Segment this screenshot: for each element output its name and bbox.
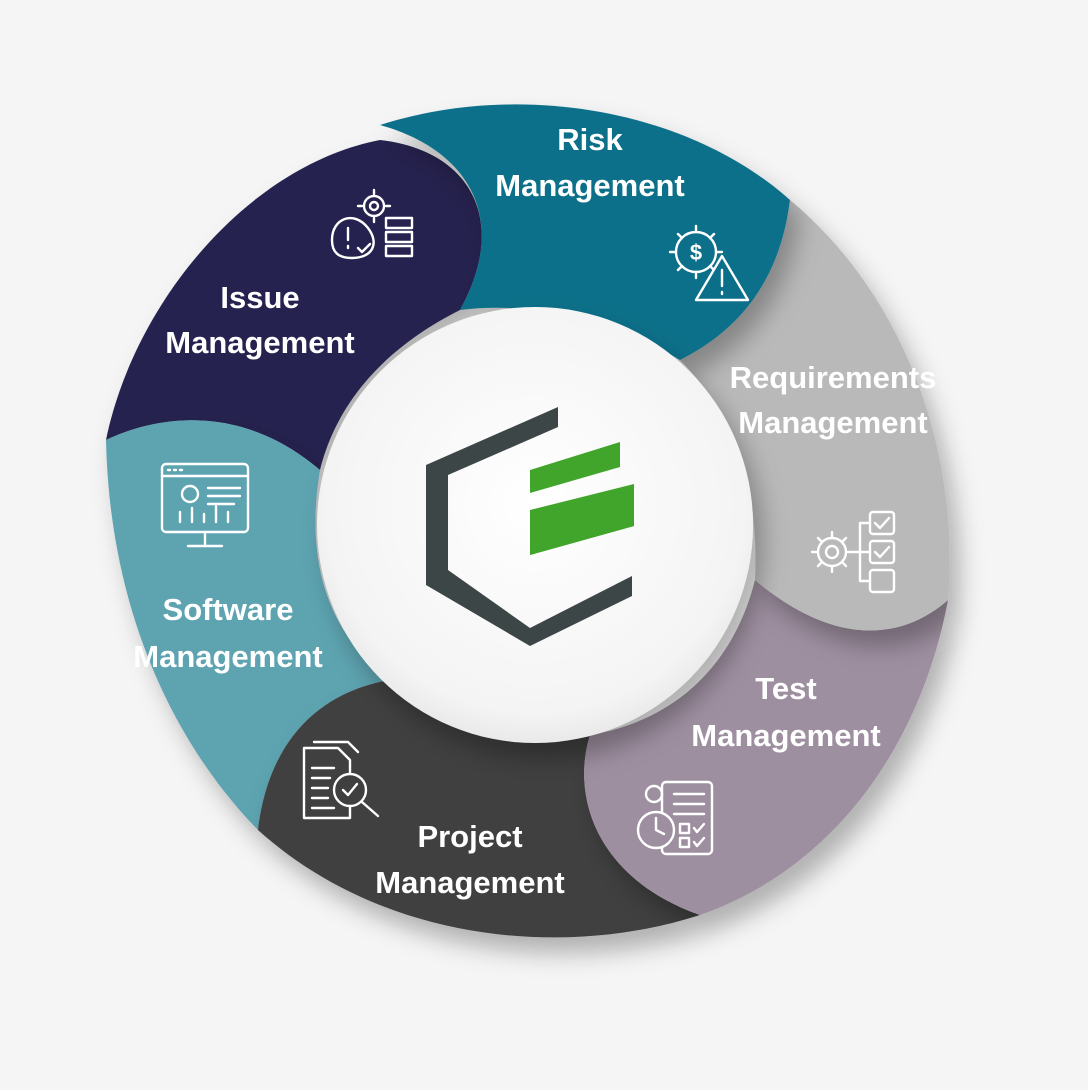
segment-issue xyxy=(106,140,482,470)
software-title-line2: Management xyxy=(133,639,322,674)
test-title-line2: Management xyxy=(691,718,880,753)
project-title-line2: Management xyxy=(375,865,564,900)
document-magnifier-icon xyxy=(302,740,380,820)
dollar-gear-warning-icon: $ xyxy=(668,224,750,302)
requirements-title-line1: Requirements xyxy=(730,360,937,395)
risk-title-line1: Risk xyxy=(557,122,623,157)
risk-title-line2: Management xyxy=(495,168,684,203)
issue-title-line2: Management xyxy=(165,325,354,360)
project-title-line1: Project xyxy=(417,819,522,854)
issue-title-line1: Issue xyxy=(220,280,299,315)
gear-checklist-icon xyxy=(810,510,896,594)
segment-software xyxy=(106,420,390,830)
segment-requirements xyxy=(680,200,950,631)
warning-gear-list-icon xyxy=(330,188,414,260)
svg-text:$: $ xyxy=(690,240,702,265)
hexagon-e-logo-icon xyxy=(426,407,634,646)
segment-project xyxy=(258,680,700,938)
monitor-dashboard-icon xyxy=(160,462,250,548)
requirements-title-line2: Management xyxy=(738,405,927,440)
test-title-line1: Test xyxy=(755,671,816,706)
segment-risk xyxy=(380,104,790,361)
software-title-line1: Software xyxy=(163,592,294,627)
clock-checklist-icon xyxy=(636,780,714,856)
